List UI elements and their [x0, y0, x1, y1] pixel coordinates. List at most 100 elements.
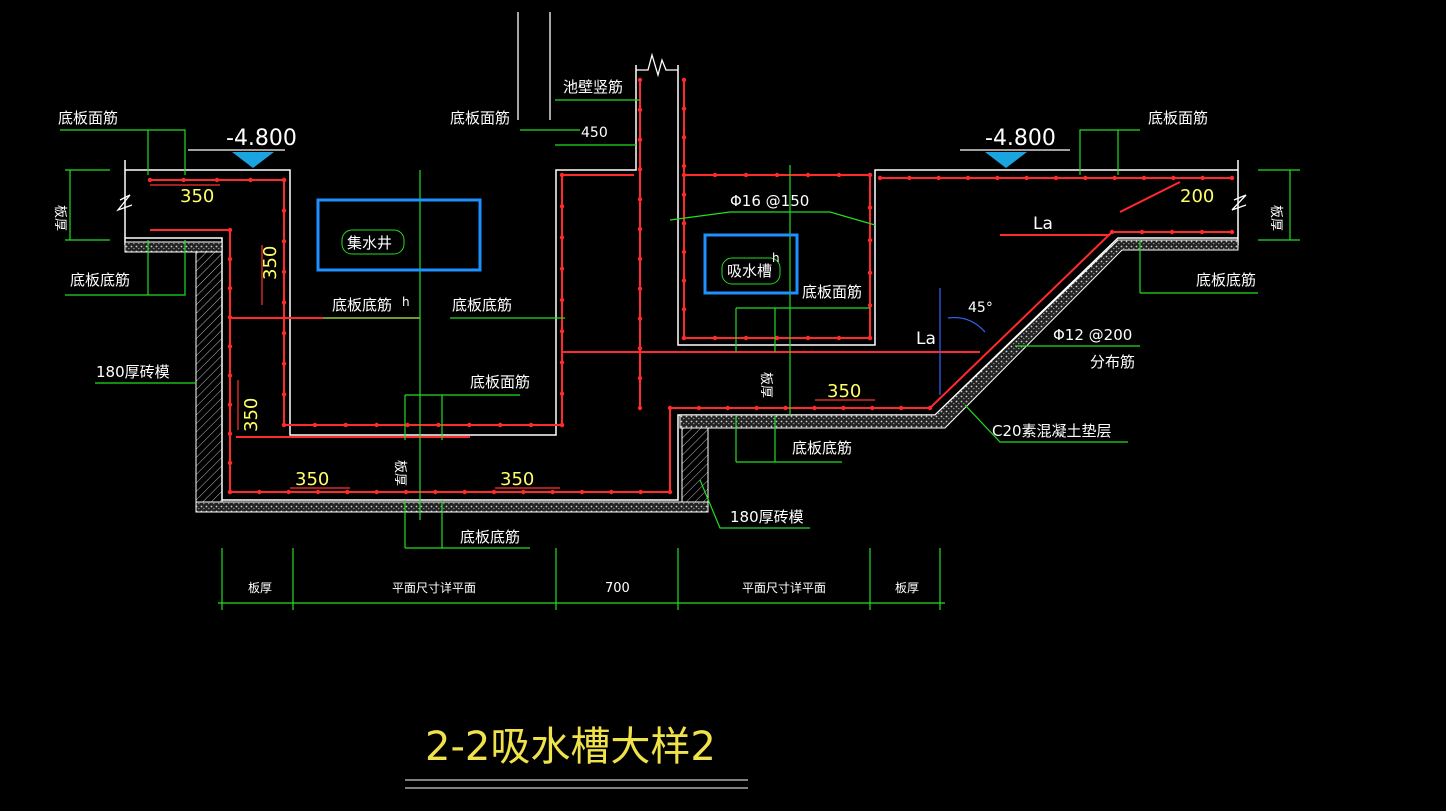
- rebar-dot: [281, 361, 287, 366]
- trough-label: 吸水槽: [727, 262, 772, 280]
- rebar-dot: [637, 167, 643, 172]
- rebar-dot: [281, 422, 287, 428]
- rebar-dot: [227, 227, 233, 233]
- label-dim-450: 450: [581, 125, 608, 141]
- rebar-dot: [462, 489, 467, 495]
- rebar-dot: [1199, 229, 1205, 235]
- label-pit-bottom-right: 底板底筋: [452, 296, 512, 314]
- rebar-dot: [227, 489, 233, 495]
- rebar-dot: [681, 192, 687, 197]
- label-thk-sump: 板厚: [392, 460, 407, 486]
- bottom-dimension-chain: [218, 548, 945, 610]
- rebar-dot: [281, 239, 287, 244]
- bottom-dim-1: 平面尺寸详平面: [392, 580, 476, 595]
- sump-label-frame: [341, 229, 405, 255]
- rebar-dot: [345, 489, 350, 495]
- rebar-dot: [1024, 175, 1029, 181]
- rebar-dot: [1229, 175, 1235, 181]
- rebar-dot: [281, 208, 287, 213]
- rebar-dot: [637, 107, 643, 113]
- rebar-dot: [637, 77, 643, 83]
- dim-350-e: 350: [500, 469, 534, 490]
- label-trough-face: 底板面筋: [802, 283, 862, 301]
- label-tr-bottom: 底板底筋: [1196, 271, 1256, 289]
- rebar-dot: [667, 489, 673, 495]
- label-sump-face: 底板面筋: [470, 373, 530, 391]
- rebar-dot: [836, 335, 842, 341]
- rebar-dot: [637, 137, 643, 142]
- rebar-dot: [1112, 175, 1117, 181]
- rebar-dot: [227, 286, 233, 291]
- rebar-dot: [927, 405, 933, 411]
- label-tl-bottom: 底板底筋: [70, 271, 130, 289]
- sump-label: 集水井: [347, 234, 392, 252]
- elevation-marker-right: [960, 149, 1070, 168]
- sump-highlight-box[interactable]: [316, 198, 482, 272]
- rebar-dot: [681, 77, 687, 83]
- label-wall-vertical: 池壁竖筋: [563, 78, 623, 96]
- concrete-cushion: [124, 239, 1239, 513]
- title-underline: [405, 779, 748, 789]
- rebar-dot: [681, 335, 687, 341]
- rebar-dot: [559, 329, 565, 334]
- rebar-dot: [286, 489, 291, 495]
- rebar-dot: [681, 135, 687, 140]
- label-cushion: C20素混凝土垫层: [992, 422, 1112, 440]
- rebar-dot: [1229, 229, 1235, 235]
- rebar-dot: [805, 335, 811, 341]
- brick-form-left: [195, 251, 223, 503]
- rebar-dot: [867, 270, 873, 275]
- rebar-dot: [638, 489, 643, 495]
- elevation-marker-left: [188, 149, 285, 168]
- rebar-dot: [867, 172, 873, 178]
- label-thk-trough: 板厚: [758, 372, 773, 398]
- rebar-dot: [281, 330, 287, 336]
- label-dist: 分布筋: [1090, 353, 1135, 371]
- rebar-dot: [965, 175, 971, 181]
- rebar-dot: [1109, 229, 1115, 235]
- rebar-dot: [995, 175, 1000, 181]
- rebar-dot: [725, 405, 730, 411]
- rebar-dot: [559, 204, 565, 209]
- rebar-dot: [559, 172, 565, 178]
- elevation-right-label: -4.800: [985, 126, 1056, 151]
- rebar-dot: [783, 405, 788, 411]
- rebar-dot: [559, 297, 565, 303]
- rebar-dot: [681, 106, 687, 111]
- rebar-dot: [281, 269, 287, 275]
- rebar-dot: [841, 405, 846, 411]
- rebar-dot: [681, 221, 687, 226]
- label-thk-left: 板厚: [52, 205, 67, 231]
- rebar-dots: [147, 77, 1235, 495]
- rebar-dot: [812, 405, 817, 411]
- rebar-dot: [836, 172, 842, 178]
- rebar-dot: [405, 422, 410, 428]
- rebar-dot: [559, 266, 565, 271]
- rebar-dot: [403, 489, 409, 495]
- bottom-dim-0: 板厚: [248, 581, 272, 595]
- bottom-dim-2: 700: [605, 581, 630, 596]
- label-angle: 45°: [968, 300, 993, 316]
- rebar-dot: [312, 422, 318, 428]
- rebar-dot: [1169, 229, 1175, 235]
- rebar-dot: [1053, 175, 1059, 181]
- rebar-dot: [870, 405, 875, 411]
- rebar-dot: [227, 402, 233, 407]
- rebar-dot: [637, 375, 643, 381]
- rebar-dot: [181, 177, 186, 183]
- rebar-dot: [281, 392, 287, 397]
- rebar-dot: [898, 405, 904, 411]
- label-brick-right: 180厚砖模: [730, 508, 804, 526]
- trough-label-frame: [721, 257, 781, 285]
- rebar-dot: [1083, 175, 1088, 181]
- rebar-dot: [609, 489, 614, 495]
- rebar-dot: [637, 197, 643, 202]
- elevation-left-label: -4.800: [226, 126, 297, 151]
- rebar-dot: [227, 315, 233, 320]
- rebar-dot: [907, 175, 912, 181]
- rebar-dot: [1139, 229, 1145, 235]
- trough-highlight-box[interactable]: [703, 233, 799, 295]
- leader-lines: [60, 99, 1300, 549]
- rebar-dot: [315, 489, 321, 495]
- rebar-dot: [559, 391, 565, 396]
